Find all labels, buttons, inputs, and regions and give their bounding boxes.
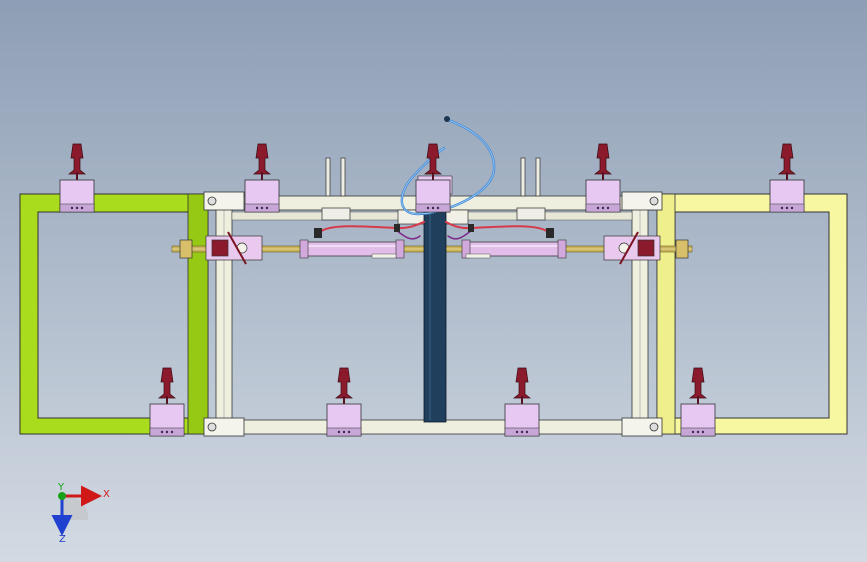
hose-fittings xyxy=(314,224,554,238)
guide-pins xyxy=(321,157,546,221)
rod-clevis-right xyxy=(603,231,689,265)
right-frame xyxy=(656,193,848,435)
toggle-clamp xyxy=(769,143,805,213)
toggle-clamp xyxy=(504,367,540,437)
toggle-clamp xyxy=(326,367,362,437)
y-axis-label: Y xyxy=(57,482,65,493)
coordinate-triad: X Y Z xyxy=(51,482,110,545)
toggle-clamp xyxy=(149,367,185,437)
cylinder-right xyxy=(461,239,567,259)
corner-joints xyxy=(203,191,663,437)
cylinder-left xyxy=(299,239,405,259)
blue-hose xyxy=(400,116,496,216)
y-axis-dot xyxy=(58,492,66,500)
toggle-clamp xyxy=(415,143,451,213)
toggle-clamp xyxy=(585,143,621,213)
left-frame xyxy=(19,193,209,435)
clamp-units xyxy=(59,143,805,437)
toggle-clamp xyxy=(244,143,280,213)
toggle-clamp xyxy=(59,143,95,213)
toggle-clamp xyxy=(680,367,716,437)
z-axis-label: Z xyxy=(59,534,66,545)
x-axis-label: X xyxy=(103,489,110,500)
rod-clevis-left xyxy=(179,231,263,265)
